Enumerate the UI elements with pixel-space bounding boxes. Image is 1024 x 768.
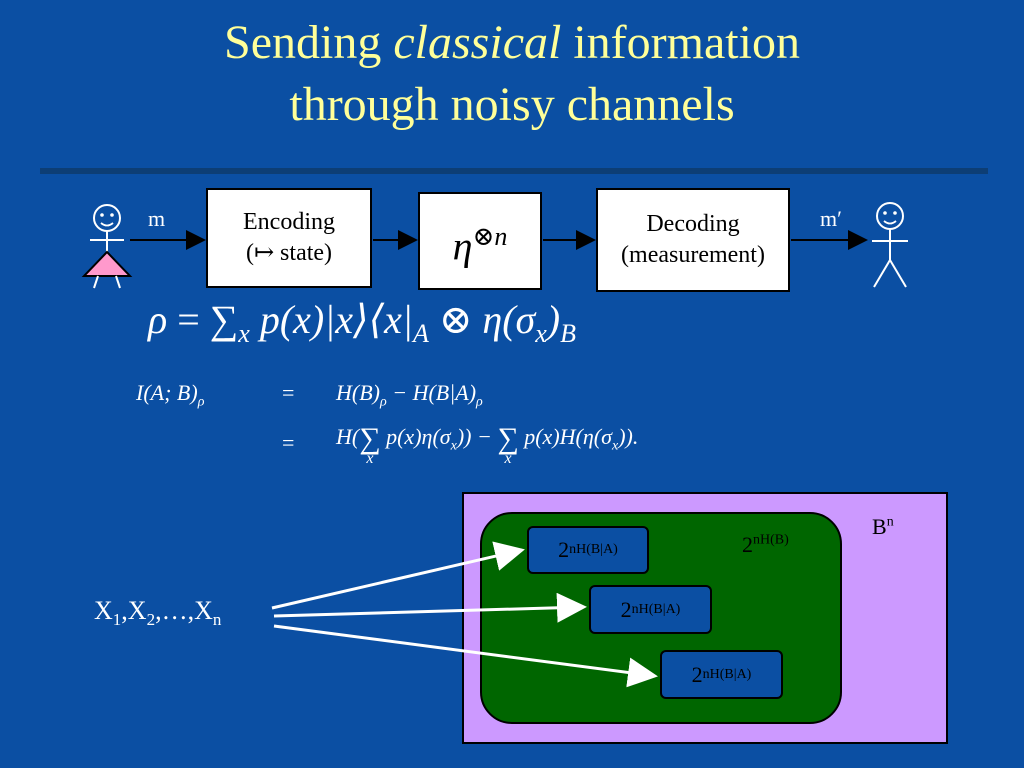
receiver-figure (872, 202, 908, 288)
encoding-box: Encoding (↦ state) (206, 188, 372, 288)
arrow-to-set-2 (273, 592, 587, 623)
receiver-message-label: m′ (820, 206, 842, 231)
mutual-info-lhs: I(A; B)ρ (136, 380, 205, 410)
mutual-info-rhs-2: H(∑x p(x)η(σx)) − ∑x p(x)H(η(σx)). (336, 422, 639, 467)
equals-sign-1: = (282, 380, 295, 405)
equals-sign-2: = (282, 430, 295, 455)
typical-set-label: 2nH(B) (742, 532, 789, 557)
channel-diagram (81, 202, 908, 289)
arrow-to-set-1 (271, 541, 525, 610)
decoding-box: Decoding (measurement) (596, 188, 790, 292)
title-divider (40, 168, 988, 174)
arrow-to-set-3 (273, 624, 658, 688)
sender-message-label: m (148, 206, 166, 231)
sender-figure (81, 204, 133, 289)
slide-title: Sending classical information through no… (224, 16, 800, 131)
codewords-label: X1,X2,…,Xn (94, 596, 222, 630)
output-space-label: Bn (872, 514, 894, 539)
mutual-info-rhs-1: H(B)ρ − H(B|A)ρ (336, 380, 483, 410)
channel-box: η⊗n (418, 192, 542, 290)
state-formula: ρ = ∑x p(x)|x⟩⟨x|A ⊗ η(σx)B (148, 297, 576, 348)
